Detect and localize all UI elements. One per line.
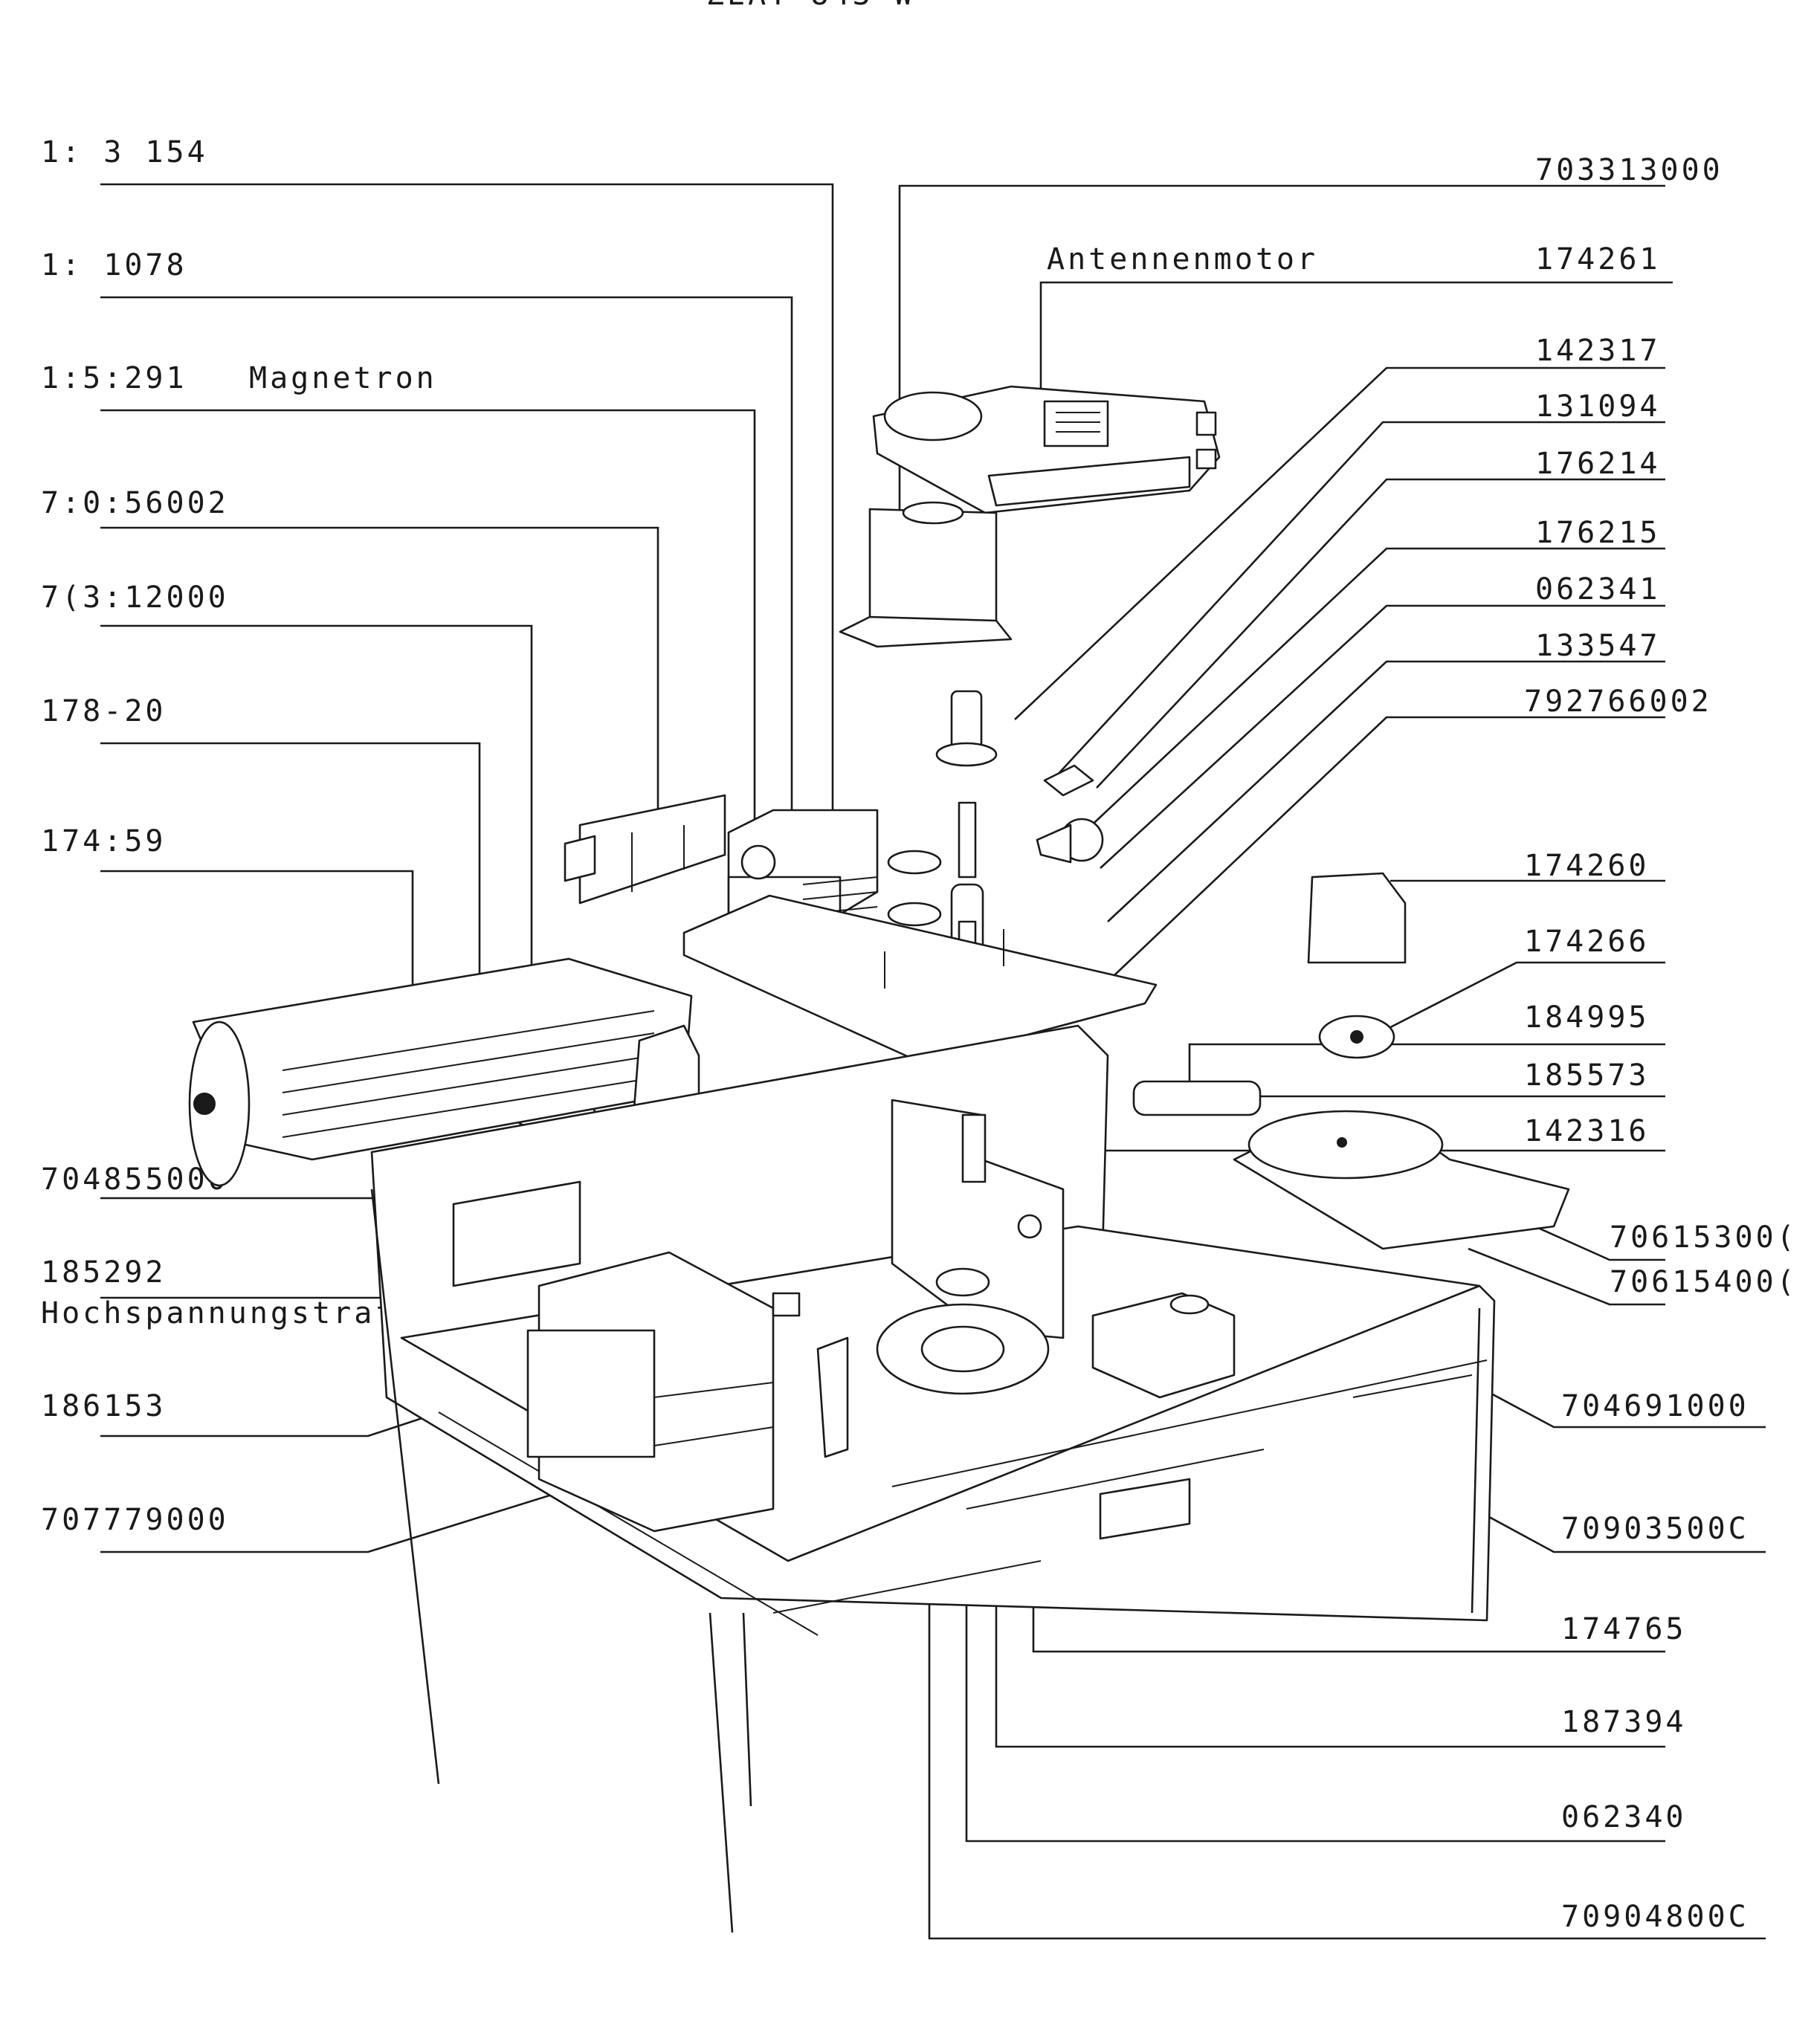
hv-transformer — [526, 1251, 775, 1533]
magnetron-bracket — [564, 794, 726, 905]
front-frame — [370, 1188, 1481, 1933]
label-left-1: 1: 3 154 — [41, 135, 208, 169]
antenna-drive — [1132, 872, 1407, 1116]
turntable-ring — [876, 1267, 1050, 1395]
label-magnetron: Magnetron — [249, 361, 437, 395]
label-hochspannungstrafo: Hochspannungstrafo — [41, 1296, 416, 1330]
fan-motor — [188, 957, 693, 1187]
label-right-18: 70903500C — [1561, 1512, 1749, 1546]
capacitor — [1091, 1292, 1236, 1399]
label-left-4: 7:0:56002 — [41, 486, 229, 520]
label-right-17: 704691000 — [1561, 1389, 1749, 1423]
label-left-5: 7(3:12000 — [41, 580, 229, 615]
label-left-9: 185292 — [41, 1255, 167, 1290]
stirrer-plate — [1233, 1110, 1570, 1250]
stirrer-housing — [891, 1099, 1065, 1339]
label-right-15: 70615300( — [1610, 1220, 1798, 1255]
stirrer-shaft-parts — [935, 690, 1104, 983]
label-right-4: 131094 — [1535, 389, 1661, 424]
label-right-8: 133547 — [1535, 629, 1661, 663]
label-right-22: 70904800C — [1561, 1900, 1749, 1934]
right-leaders — [898, 184, 1766, 1940]
label-left-11: 707779000 — [41, 1503, 229, 1537]
label-right-2: 174261 — [1535, 242, 1661, 276]
label-right-19: 174765 — [1561, 1612, 1687, 1646]
motor-bracket — [839, 501, 1013, 648]
label-right-1: 703313000 — [1535, 153, 1723, 187]
label-left-2: 1: 1078 — [41, 248, 187, 282]
label-right-20: 187394 — [1561, 1705, 1687, 1739]
waveguide-plate — [682, 894, 1158, 1064]
label-right-3: 142317 — [1535, 334, 1661, 368]
label-antennenmotor: Antennenmotor — [1047, 242, 1318, 276]
label-right-13: 185573 — [1524, 1058, 1650, 1093]
label-right-21: 062340 — [1561, 1800, 1687, 1834]
antenna-motor — [872, 385, 1221, 514]
label-left-8: 704855000 — [41, 1162, 229, 1197]
label-right-11: 174266 — [1524, 925, 1650, 959]
header-fragment: ZEAT 843 W — [706, 0, 915, 12]
label-right-5: 176214 — [1535, 447, 1661, 481]
label-left-10: 186153 — [41, 1389, 167, 1423]
label-right-9: 792766002 — [1524, 685, 1712, 719]
label-right-6: 176215 — [1535, 516, 1661, 550]
label-right-16: 70615400( — [1610, 1265, 1798, 1299]
label-left-3: 1:5:291 — [41, 361, 187, 395]
label-right-14: 142316 — [1524, 1114, 1650, 1148]
small-bracket — [772, 1292, 849, 1458]
label-right-10: 174260 — [1524, 849, 1650, 883]
label-right-12: 184995 — [1524, 1000, 1650, 1035]
label-left-6: 178-20 — [41, 694, 167, 728]
label-left-7: 174:59 — [41, 824, 167, 858]
label-right-7: 062341 — [1535, 572, 1661, 607]
